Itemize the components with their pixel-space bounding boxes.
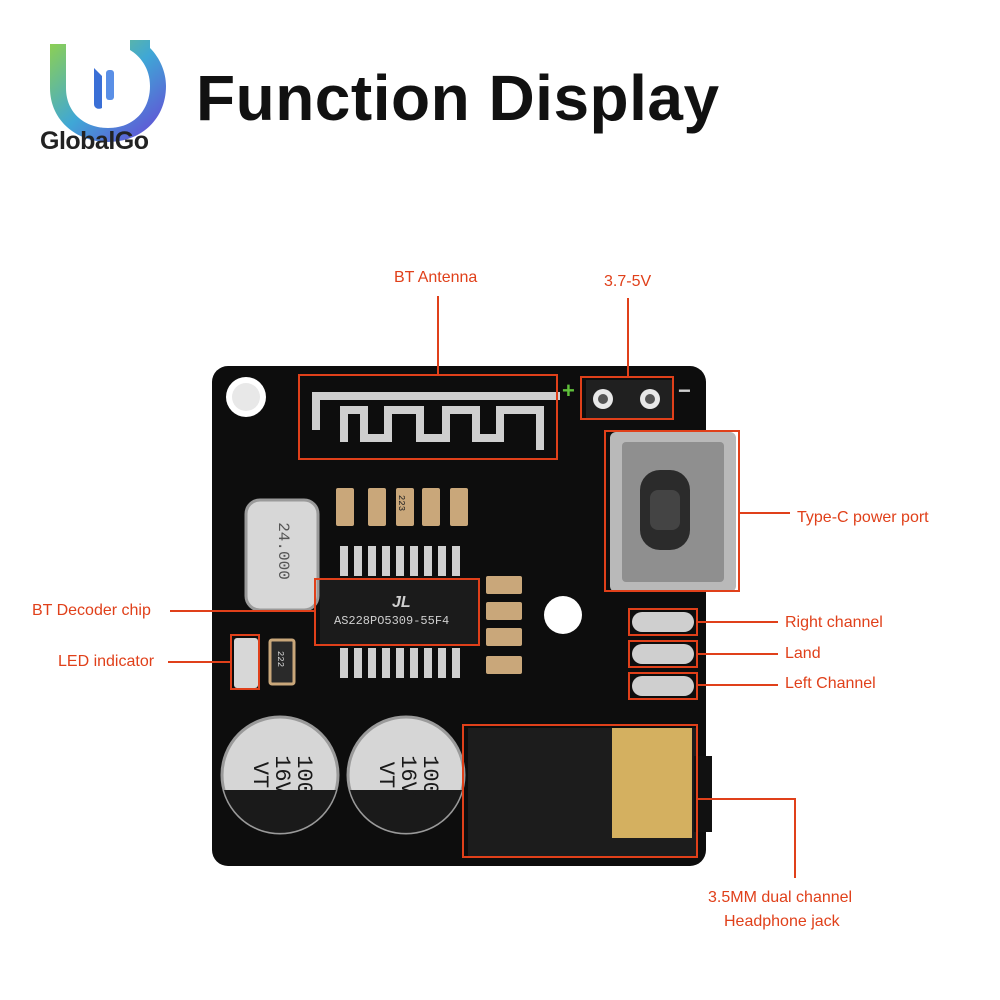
antenna-highlight-box — [298, 374, 558, 460]
decoder-label: BT Decoder chip — [32, 602, 151, 619]
cap1-voltage: 16V — [269, 755, 294, 795]
type-c-highlight-box — [604, 430, 740, 592]
brand-name: GlobalGo — [40, 127, 149, 155]
right-channel-label: Right channel — [785, 614, 883, 631]
led-leader-line — [168, 661, 230, 663]
resistor-223-label: 223 — [396, 494, 407, 512]
decoder-leader-line — [170, 610, 314, 612]
globalgo-logo-icon — [50, 40, 166, 142]
cap2-voltage: 16V — [395, 755, 420, 795]
right-channel-leader-line — [698, 621, 778, 623]
cap2-brand: VT — [373, 761, 398, 789]
type-c-leader-line — [740, 512, 790, 514]
jack-label-line2: Headphone jack — [724, 913, 840, 930]
land-leader-line — [698, 653, 778, 655]
chip-brand: JL — [392, 594, 411, 611]
cap2-value: 100 — [417, 755, 442, 795]
land-label: Land — [785, 645, 821, 662]
cap1-value: 100 — [291, 755, 316, 795]
led-label: LED indicator — [58, 653, 155, 670]
type-c-label: Type-C power port — [797, 509, 929, 526]
power-header-highlight-box — [580, 376, 674, 420]
jack-leader-line-v — [794, 798, 796, 878]
left-channel-leader-line — [698, 684, 778, 686]
right-channel-highlight-box — [628, 608, 698, 636]
left-channel-highlight-box — [628, 672, 698, 700]
jack-label-line1: 3.5MM dual channel — [708, 889, 853, 906]
plus-sign: + — [562, 378, 575, 403]
minus-sign: − — [678, 378, 691, 403]
page-title: Function Display — [196, 62, 720, 134]
jack-highlight-box — [462, 724, 698, 858]
crystal-label: 24.000 — [273, 522, 292, 580]
led-highlight-box — [230, 634, 260, 690]
cap1-text: 100 16V VT — [247, 740, 316, 810]
voltage-leader-line — [627, 298, 629, 376]
left-channel-label: Left Channel — [785, 675, 876, 692]
decoder-highlight-box — [314, 578, 480, 646]
cap1-brand: VT — [247, 761, 272, 789]
land-highlight-box — [628, 640, 698, 668]
bt-antenna-label: BT Antenna — [394, 269, 478, 286]
antenna-leader-line — [437, 296, 439, 374]
cap2-text: 100 16V VT — [373, 740, 442, 810]
voltage-label: 3.7-5V — [604, 273, 652, 290]
jack-leader-line-h — [698, 798, 796, 800]
resistor-222-label: 222 — [275, 650, 286, 668]
chip-code: AS228PO5309-55F4 — [334, 614, 450, 628]
